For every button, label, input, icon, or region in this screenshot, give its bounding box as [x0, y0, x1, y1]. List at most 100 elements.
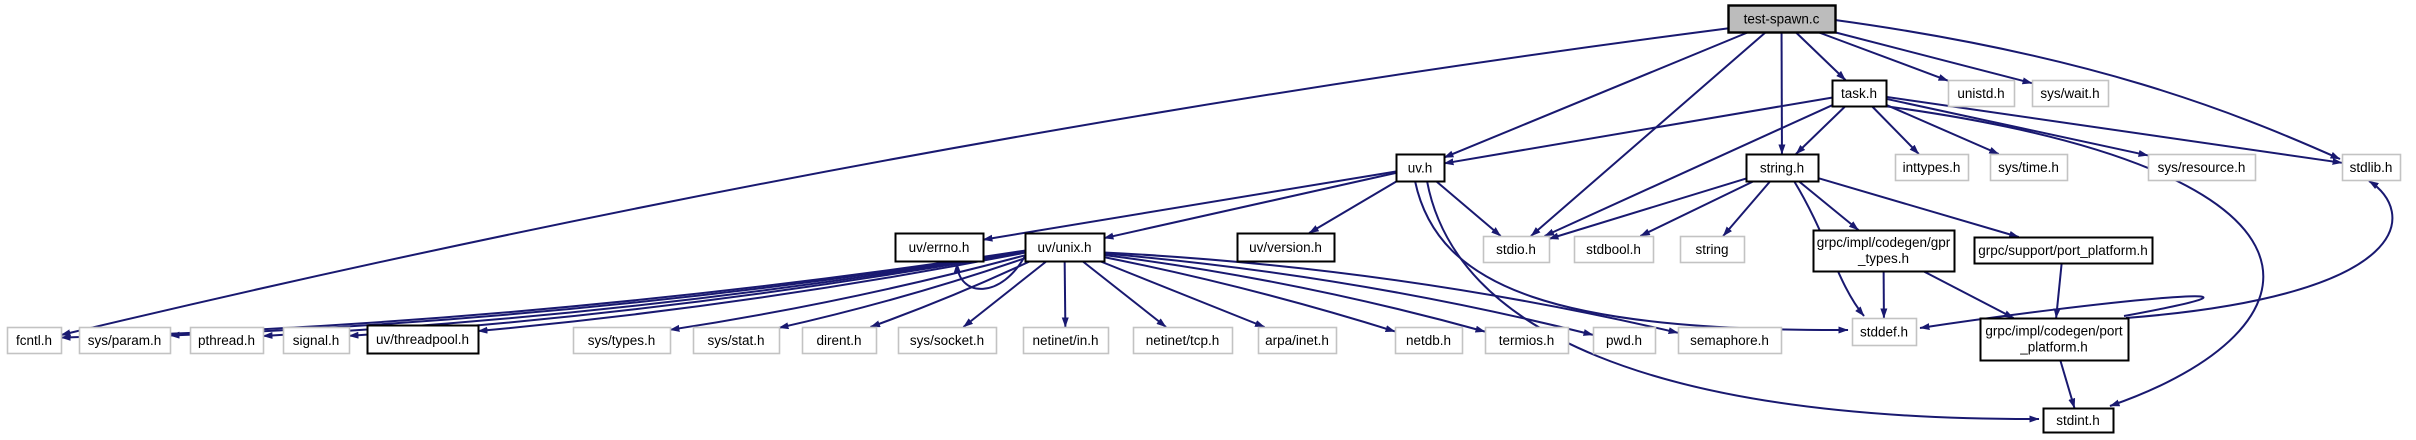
node-test_spawn[interactable]: test-spawn.c — [1727, 4, 1837, 34]
node-supportpp[interactable]: grpc/support/port_platform.h — [1973, 236, 2154, 265]
node-stddef[interactable]: stddef.h — [1851, 317, 1918, 347]
external-file-box[interactable] — [801, 326, 878, 355]
node-label: uv/unix.h — [1037, 240, 1091, 255]
edge-test_spawn-to-syswait — [1833, 31, 2033, 85]
node-termios[interactable]: termios.h — [1484, 326, 1570, 355]
external-file-box[interactable] — [1894, 153, 1970, 182]
external-file-box[interactable] — [6, 326, 63, 355]
documented-file-box[interactable] — [1236, 232, 1336, 263]
node-sysstat[interactable]: sys/stat.h — [692, 326, 781, 355]
node-unistd[interactable]: unistd.h — [1947, 79, 2016, 108]
node-label: string.h — [1760, 160, 1804, 175]
external-file-box[interactable] — [1947, 79, 2016, 108]
external-file-box[interactable] — [1573, 235, 1655, 264]
external-file-box[interactable] — [1394, 326, 1464, 355]
external-file-box[interactable] — [2031, 79, 2110, 108]
node-stringh[interactable]: string.h — [1745, 153, 1820, 183]
node-netinetin[interactable]: netinet/in.h — [1022, 326, 1110, 355]
node-pthread[interactable]: pthread.h — [189, 326, 265, 355]
node-inttypes[interactable]: inttypes.h — [1894, 153, 1970, 182]
external-file-box[interactable] — [1677, 326, 1783, 355]
edge-stringh-to-stdbool — [1639, 180, 1755, 237]
node-stdlib[interactable]: stdlib.h — [2341, 153, 2402, 182]
node-label: stdbool.h — [1586, 242, 1641, 257]
edge-layer — [60, 19, 2394, 423]
node-stringcpp[interactable]: string — [1679, 235, 1746, 264]
node-label: string — [1695, 242, 1728, 257]
external-file-box[interactable] — [692, 326, 781, 355]
edge-task-to-systime — [1885, 103, 2000, 155]
documented-file-box[interactable] — [366, 324, 480, 355]
node-netdb[interactable]: netdb.h — [1394, 326, 1464, 355]
external-file-box[interactable] — [1484, 326, 1570, 355]
edge-test_spawn-to-task — [1794, 31, 1847, 81]
node-uv[interactable]: uv.h — [1395, 153, 1446, 183]
edge-task-to-uv — [1443, 96, 1833, 166]
node-threadpool[interactable]: uv/threadpool.h — [366, 324, 480, 355]
node-systime[interactable]: sys/time.h — [1989, 153, 2069, 182]
documented-file-box[interactable] — [894, 232, 985, 263]
edge-gprtypes-to-codegenpp — [1922, 270, 2015, 319]
external-file-box[interactable] — [1257, 326, 1338, 355]
node-netinettcp[interactable]: netinet/tcp.h — [1132, 326, 1234, 355]
node-stdbool[interactable]: stdbool.h — [1573, 235, 1655, 264]
external-file-box[interactable] — [1989, 153, 2069, 182]
node-arpainet[interactable]: arpa/inet.h — [1257, 326, 1338, 355]
external-file-box[interactable] — [78, 326, 172, 355]
node-label: grpc/impl/codegen/port_platform.h — [1985, 324, 2123, 355]
documented-file-box[interactable] — [2042, 407, 2115, 434]
documented-file-box[interactable] — [1745, 153, 1820, 183]
documented-file-box[interactable] — [1812, 229, 1956, 273]
node-label: sys/wait.h — [2040, 86, 2099, 101]
documented-file-box[interactable] — [1395, 153, 1446, 183]
node-systypes[interactable]: sys/types.h — [572, 326, 672, 355]
external-file-box[interactable] — [1132, 326, 1234, 355]
edge-uvunix-to-sysstat — [778, 257, 1026, 330]
node-uvunix[interactable]: uv/unix.h — [1024, 232, 1106, 263]
node-sysresource[interactable]: sys/resource.h — [2147, 153, 2257, 182]
node-label: uv/threadpool.h — [376, 332, 469, 347]
root-file-box[interactable] — [1727, 4, 1837, 34]
documented-file-box[interactable] — [1973, 236, 2154, 265]
edge-stringh-to-supportpp — [1817, 177, 2020, 238]
node-label: unistd.h — [1957, 86, 2004, 101]
node-dirent[interactable]: dirent.h — [801, 326, 878, 355]
node-semaphore[interactable]: semaphore.h — [1677, 326, 1783, 355]
external-file-box[interactable] — [1482, 235, 1551, 264]
external-file-box[interactable] — [572, 326, 672, 355]
node-label: pwd.h — [1606, 333, 1642, 348]
external-file-box[interactable] — [897, 326, 998, 355]
node-uvversion[interactable]: uv/version.h — [1236, 232, 1336, 263]
node-codegenpp[interactable]: grpc/impl/codegen/port_platform.h — [1979, 317, 2130, 362]
documented-file-box[interactable] — [1831, 79, 1888, 108]
edge-test_spawn-to-stdlib — [1834, 19, 2341, 160]
edge-uvunix-to-termios — [1103, 253, 1486, 333]
documented-file-box[interactable] — [1024, 232, 1106, 263]
node-sysparam[interactable]: sys/param.h — [78, 326, 172, 355]
node-syswait[interactable]: sys/wait.h — [2031, 79, 2110, 108]
external-file-box[interactable] — [282, 326, 351, 355]
external-file-box[interactable] — [1592, 326, 1657, 355]
node-stdint[interactable]: stdint.h — [2042, 407, 2115, 434]
external-file-box[interactable] — [1679, 235, 1746, 264]
node-uverrno[interactable]: uv/errno.h — [894, 232, 985, 263]
node-label: test-spawn.c — [1744, 11, 1820, 26]
node-label: grpc/support/port_platform.h — [1978, 243, 2148, 258]
documented-file-box[interactable] — [1979, 317, 2130, 362]
node-task[interactable]: task.h — [1831, 79, 1888, 108]
node-signal[interactable]: signal.h — [282, 326, 351, 355]
node-stdio[interactable]: stdio.h — [1482, 235, 1551, 264]
external-file-box[interactable] — [1022, 326, 1110, 355]
node-gprtypes[interactable]: grpc/impl/codegen/gpr_types.h — [1812, 229, 1956, 273]
external-file-box[interactable] — [1851, 317, 1918, 347]
external-file-box[interactable] — [2341, 153, 2402, 182]
node-fcntl[interactable]: fcntl.h — [6, 326, 63, 355]
external-file-box[interactable] — [2147, 153, 2257, 182]
edge-uvunix-to-sysparam — [169, 249, 1026, 339]
node-label: netdb.h — [1406, 333, 1451, 348]
node-syssocket[interactable]: sys/socket.h — [897, 326, 998, 355]
external-file-box[interactable] — [189, 326, 265, 355]
node-pwd[interactable]: pwd.h — [1592, 326, 1657, 355]
